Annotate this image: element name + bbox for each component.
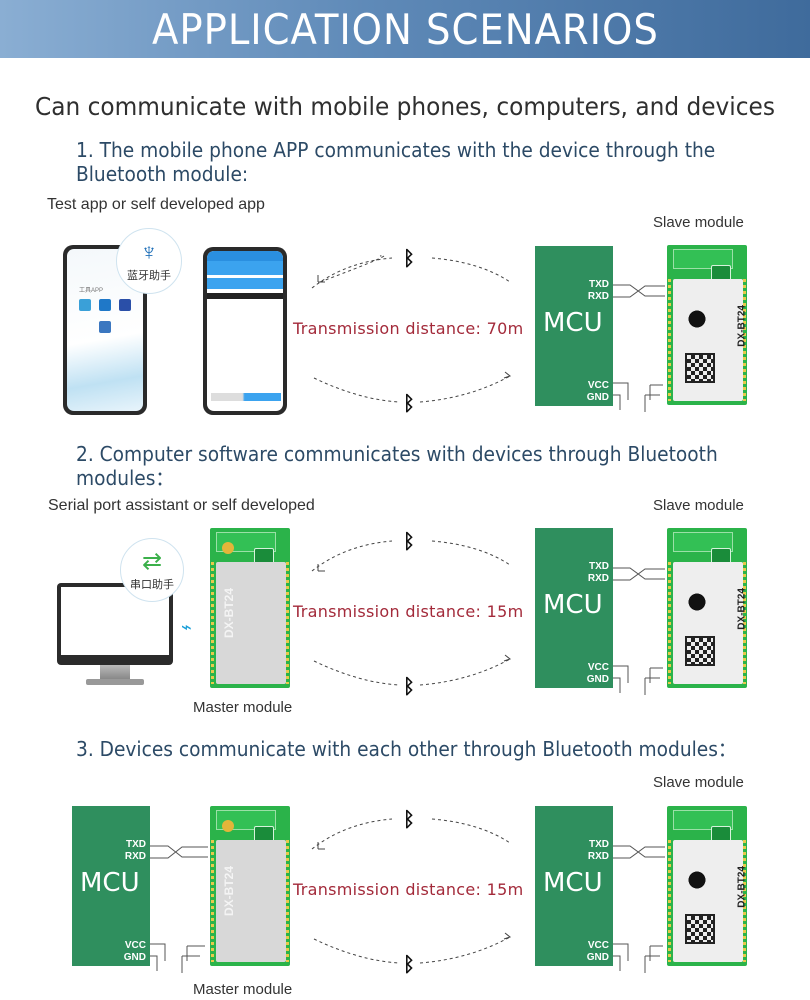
- usb-cable-icon: ⌁: [181, 617, 192, 637]
- section-1-distance: Transmission distance: 70m: [293, 319, 524, 338]
- arc-1-top-right: [431, 257, 511, 283]
- module-qr-code: [685, 353, 715, 383]
- module-qr-code: [685, 636, 715, 666]
- section-2-master-module: DX-BT24: [210, 528, 290, 688]
- section-3-slave-module: DX-BT24: [667, 806, 748, 966]
- serial-helper-logo-icon: ⇄: [141, 548, 163, 575]
- header-banner: APPLICATION SCENARIOS: [0, 0, 810, 58]
- pin-rxd: RXD: [124, 851, 146, 862]
- section-2-distance: Transmission distance: 15m: [293, 602, 524, 621]
- module-logo-icon: [681, 866, 721, 894]
- arc-2-bottom-left: [313, 660, 401, 686]
- phone-app-screen: [203, 247, 287, 415]
- mcu-label: MCU: [543, 590, 603, 620]
- app-status-bar: [207, 251, 283, 261]
- computer-monitor: [57, 583, 173, 665]
- app-icon-link: [99, 299, 111, 311]
- section-2-master-label: Master module: [193, 699, 293, 716]
- bluetooth-icon-2-top: ᛒ: [403, 529, 415, 553]
- arc-1-bottom-right: [419, 375, 511, 403]
- arc-1-bottom-left: [313, 377, 401, 403]
- arc-2-bottom-right: [419, 658, 511, 686]
- bluetooth-icon-1-top: ᛒ: [403, 246, 415, 270]
- pin-vcc: VCC: [124, 940, 146, 951]
- pin-txd: TXD: [126, 839, 146, 850]
- bluetooth-icon-3-top: ᛒ: [403, 807, 415, 831]
- bluetooth-icon-1-bottom: ᛒ: [403, 391, 415, 415]
- pin-rxd: RXD: [587, 573, 609, 584]
- pin-gnd: GND: [123, 952, 146, 963]
- section-3-master-label: Master module: [193, 981, 293, 998]
- subtitle: Can communicate with mobile phones, comp…: [35, 92, 775, 121]
- section-2-left-label: Serial port assistant or self developed: [48, 497, 315, 514]
- monitor-base: [86, 679, 144, 685]
- section-3-distance: Transmission distance: 15m: [293, 880, 524, 899]
- bt-helper-label: 蓝牙助手: [127, 270, 171, 282]
- pin-gnd: GND: [586, 952, 609, 963]
- section-1-slave-module: DX-BT24: [667, 245, 748, 405]
- app-toolbar: [207, 261, 283, 289]
- arc-1-top-left: [311, 257, 393, 289]
- bluetooth-icon-2-bottom: ᛒ: [403, 674, 415, 698]
- app-tab-row: [207, 293, 283, 299]
- section-2-slave-label: Slave module: [653, 497, 744, 514]
- pin-vcc: VCC: [587, 940, 609, 951]
- section-3-heading: 3. Devices communicate with each other t…: [76, 737, 737, 761]
- arc-3-top-right: [431, 818, 511, 844]
- section-1-slave-label: Slave module: [653, 214, 744, 231]
- pin-txd: TXD: [589, 839, 609, 850]
- arc-3-bottom-left: [313, 938, 401, 964]
- pin-rxd: RXD: [587, 851, 609, 862]
- phone-screen-title: 工具APP: [79, 288, 104, 294]
- page-title: APPLICATION SCENARIOS: [151, 4, 659, 54]
- section-3-slave-label: Slave module: [653, 774, 744, 791]
- mcu-label: MCU: [543, 868, 603, 898]
- pin-txd: TXD: [589, 279, 609, 290]
- pin-vcc: VCC: [587, 380, 609, 391]
- section-1-heading: 1. The mobile phone APP communicates wit…: [76, 138, 716, 186]
- monitor-stand: [100, 665, 130, 679]
- module-qr-code: [685, 914, 715, 944]
- arc-3-bottom-right: [419, 936, 511, 964]
- bluetooth-icon-3-bottom: ᛒ: [403, 952, 415, 976]
- section-1-left-label: Test app or self developed app: [47, 196, 265, 213]
- section-2-slave-module: DX-BT24: [667, 528, 748, 688]
- arc-3-top-left: [311, 818, 393, 850]
- serial-helper-app-badge: ⇄ 串口助手: [120, 538, 184, 602]
- section-3-master-module: DX-BT24: [210, 806, 290, 966]
- module-logo-icon: [681, 305, 721, 333]
- serial-helper-label: 串口助手: [130, 579, 174, 591]
- section-1-mcu: TXD RXD MCU VCC GND: [535, 246, 613, 406]
- bt-helper-logo-icon: ♆: [140, 239, 158, 266]
- bt-helper-app-badge: ♆ 蓝牙助手: [116, 228, 182, 294]
- app-icon-scan: [119, 299, 131, 311]
- pin-rxd: RXD: [587, 291, 609, 302]
- pin-txd: TXD: [589, 561, 609, 572]
- mcu-label: MCU: [80, 868, 140, 898]
- pin-gnd: GND: [586, 392, 609, 403]
- section-2-heading: 2. Computer software communicates with d…: [76, 442, 718, 490]
- app-icon-bluetooth: [79, 299, 91, 311]
- app-bottom-buttons: [211, 393, 281, 401]
- pin-gnd: GND: [586, 674, 609, 685]
- section-3-left-mcu: TXD RXD MCU VCC GND: [72, 806, 150, 966]
- arc-top-1-left: [319, 255, 385, 283]
- app-icon-bt-helper: [99, 321, 111, 333]
- arc-2-top-left: [311, 540, 393, 572]
- module-logo-icon: [681, 588, 721, 616]
- pin-vcc: VCC: [587, 662, 609, 673]
- arc-2-top-right: [431, 540, 511, 566]
- mcu-label: MCU: [543, 308, 603, 338]
- section-3-right-mcu: TXD RXD MCU VCC GND: [535, 806, 613, 966]
- section-2-mcu: TXD RXD MCU VCC GND: [535, 528, 613, 688]
